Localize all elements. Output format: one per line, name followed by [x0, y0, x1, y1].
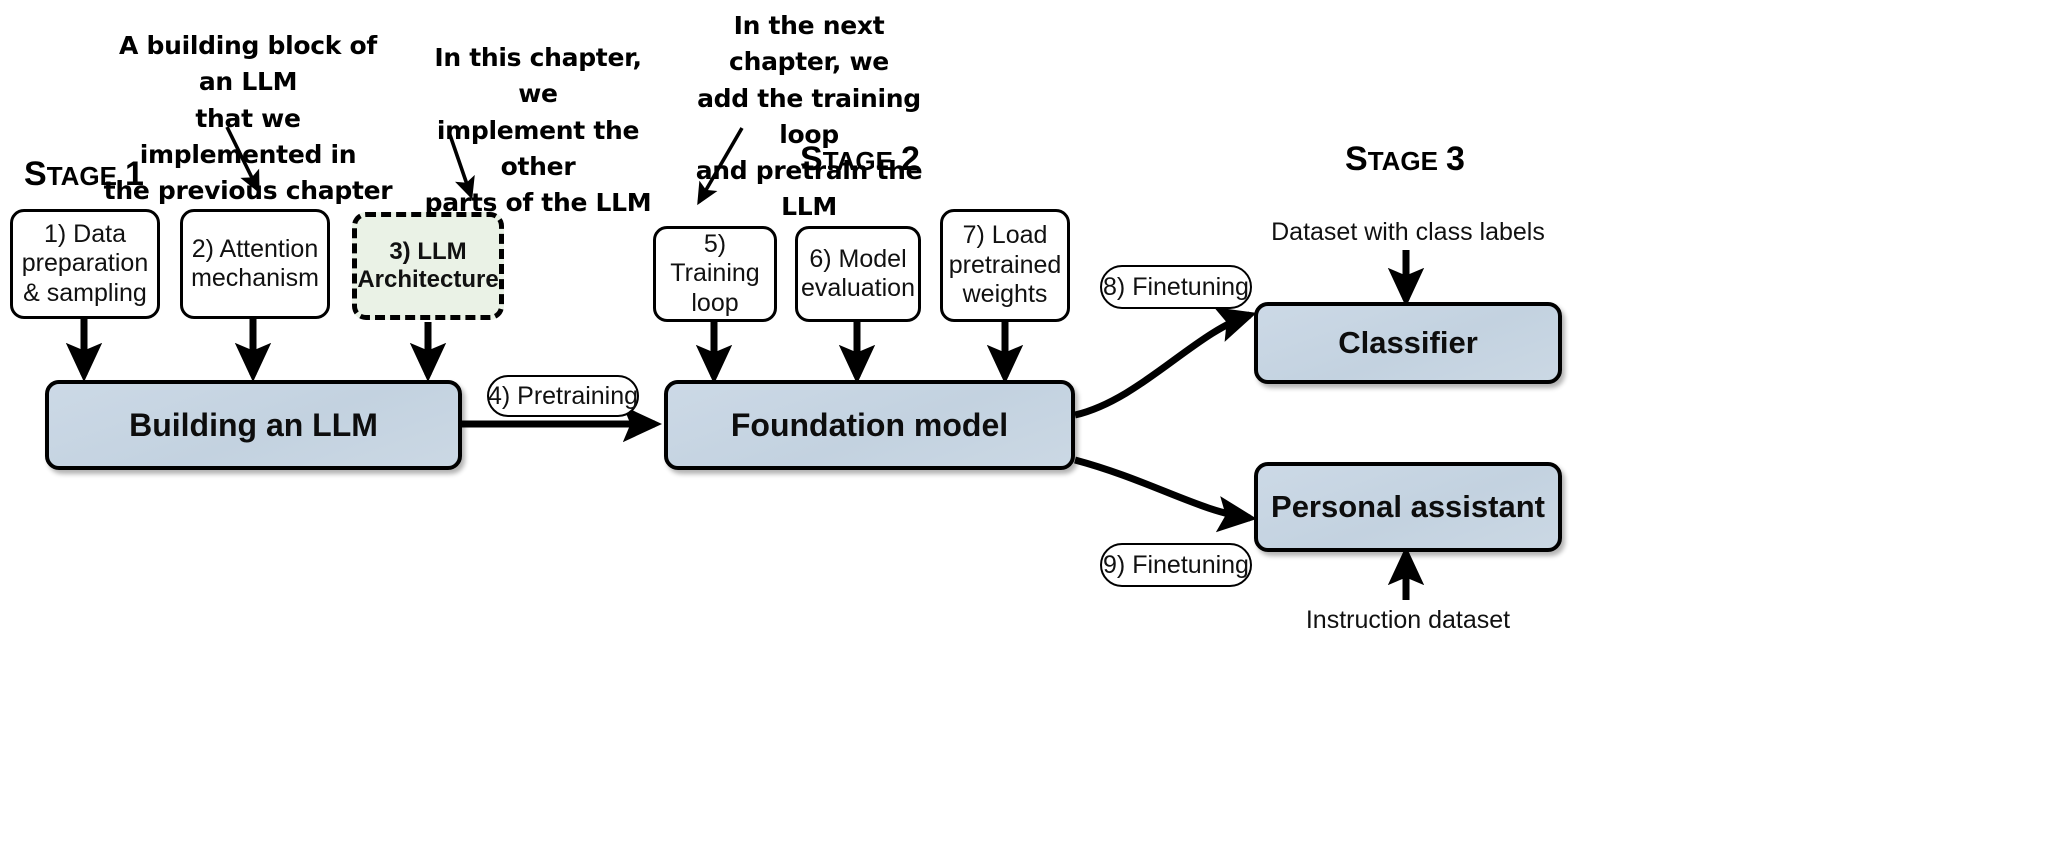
annotation-this-chapter: In this chapter, we implement the other … — [418, 40, 658, 221]
box-label: Foundation model — [730, 406, 1009, 443]
pill-label: 8) Finetuning — [1103, 272, 1249, 301]
step-line: preparation — [21, 249, 149, 278]
box-classifier[interactable]: Classifier — [1254, 302, 1562, 384]
step-line: weights — [962, 280, 1048, 309]
stage-prefix: S — [800, 140, 823, 178]
caption-dataset-class-labels: Dataset with class labels — [1254, 218, 1562, 247]
stage-rest: TAGE — [822, 146, 893, 176]
step-box-attention-mechanism[interactable]: 2) Attention mechanism — [180, 209, 330, 319]
step-box-model-evaluation[interactable]: 6) Model evaluation — [795, 226, 921, 322]
stage-prefix: S — [24, 155, 47, 193]
box-label: Classifier — [1338, 325, 1478, 360]
step-line: evaluation — [801, 274, 915, 302]
annotation-line: add the training loop — [697, 83, 921, 149]
stage-rest: TAGE — [46, 161, 117, 191]
step-line: mechanism — [191, 264, 319, 292]
box-building-an-llm[interactable]: Building an LLM — [45, 380, 462, 470]
annotation-line: In this chapter, we — [434, 43, 642, 109]
annotation-building-block: A building block of an LLM that we imple… — [103, 28, 393, 209]
step-line: 7) Load — [962, 221, 1048, 250]
stage-number: 3 — [1445, 140, 1465, 178]
step-line: 5) Training — [670, 229, 760, 288]
annotation-line: In the next chapter, we — [729, 11, 889, 77]
step-line: loop — [691, 288, 739, 317]
step-line: 2) Attention — [191, 234, 319, 263]
step-line: & sampling — [23, 278, 147, 307]
stage-prefix: S — [1345, 140, 1368, 178]
step-line: 1) Data — [44, 219, 126, 248]
annotation-line: that we implemented in — [139, 103, 357, 169]
pill-finetuning-8[interactable]: 8) Finetuning — [1100, 265, 1252, 309]
step-line: 3) LLM — [389, 237, 467, 265]
caption-label: Dataset with class labels — [1271, 218, 1545, 246]
annotation-line: the previous chapter — [103, 176, 393, 205]
pill-label: 9) Finetuning — [1103, 550, 1249, 579]
annotation-line: implement the other — [436, 115, 640, 181]
pill-label: 4) Pretraining — [487, 381, 639, 410]
step-box-llm-architecture[interactable]: 3) LLM Architecture — [352, 212, 504, 320]
step-box-data-preparation[interactable]: 1) Data preparation & sampling — [10, 209, 160, 319]
step-line: 6) Model — [809, 244, 907, 273]
pill-finetuning-9[interactable]: 9) Finetuning — [1100, 543, 1252, 587]
step-line: Architecture — [357, 266, 499, 293]
stage-number: 1 — [124, 155, 144, 193]
box-label: Building an LLM — [129, 406, 378, 443]
caption-instruction-dataset: Instruction dataset — [1254, 606, 1562, 635]
step-box-training-loop[interactable]: 5) Training loop — [653, 226, 777, 322]
pill-pretraining[interactable]: 4) Pretraining — [487, 375, 639, 417]
step-line: pretrained — [948, 250, 1062, 279]
stage-number: 2 — [900, 140, 920, 178]
box-personal-assistant[interactable]: Personal assistant — [1254, 462, 1562, 552]
caption-label: Instruction dataset — [1305, 606, 1511, 634]
stage-rest: TAGE — [1367, 146, 1438, 176]
box-label: Personal assistant — [1271, 489, 1545, 524]
box-foundation-model[interactable]: Foundation model — [664, 380, 1075, 470]
annotation-line: A building block of an LLM — [119, 31, 377, 97]
annotation-line: and pretrain the LLM — [695, 156, 923, 222]
annotation-next-chapter: In the next chapter, we add the training… — [684, 8, 934, 226]
step-box-load-pretrained-weights[interactable]: 7) Load pretrained weights — [940, 209, 1070, 322]
